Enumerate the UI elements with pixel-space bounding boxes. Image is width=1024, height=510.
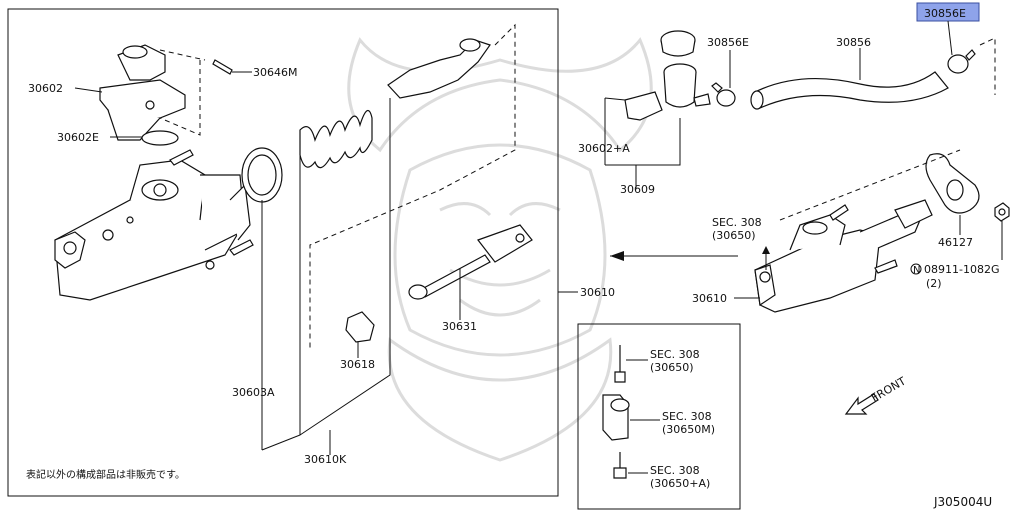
- main-assembly-frame: [7, 8, 559, 497]
- label-30602A: 30602+A: [578, 142, 630, 155]
- diagram-code: J305004U: [933, 495, 992, 509]
- hose-30856: [750, 71, 949, 110]
- label-30631: 30631: [442, 320, 477, 333]
- new-part-marker: [910, 263, 922, 275]
- inset-sec-2-title: SEC. 308: [662, 410, 712, 423]
- piston-rod: [387, 38, 491, 99]
- label-30618: 30618: [340, 358, 375, 371]
- label-bolt-qty: (2): [926, 277, 942, 290]
- label-sec-ref-title: SEC. 308: [712, 216, 762, 229]
- label-30602E: 30602E: [57, 131, 99, 144]
- arrow-left-icon: [610, 251, 624, 261]
- nut: [994, 202, 1010, 222]
- label-30610K: 30610K: [304, 453, 347, 466]
- label-30603A: 30603A: [232, 386, 275, 399]
- label-30602: 30602: [28, 82, 63, 95]
- reservoir-tank: [624, 63, 711, 121]
- return-spring: [299, 109, 373, 169]
- arrow-up-icon: [762, 246, 770, 254]
- front-label: FRONT: [869, 374, 908, 404]
- inset-bolt-1: [614, 345, 626, 383]
- inset-bolt-3: [613, 452, 627, 479]
- seal-ring-30603A: [241, 147, 283, 203]
- label-30856E-left: 30856E: [707, 36, 749, 49]
- label-30856E-highlight[interactable]: 30856E: [924, 7, 966, 20]
- clamp-30856E: [711, 82, 736, 107]
- reservoir-bracket-30602: [99, 44, 186, 141]
- label-46127: 46127: [938, 236, 973, 249]
- label-bolt-marker: N: [913, 265, 920, 276]
- footer-note: 表記以外の構成部品は非販売です。: [26, 468, 185, 481]
- label-30610-right: 30610: [692, 292, 727, 305]
- reservoir-cap: [660, 30, 696, 57]
- gasket-46127: [925, 153, 980, 214]
- seal-30618: [345, 311, 375, 343]
- label-30646M: 30646M: [253, 66, 297, 79]
- label-30856: 30856: [836, 36, 871, 49]
- inset-sec-1-code: (30650): [650, 361, 694, 374]
- label-sec-ref-code: (30650): [712, 229, 756, 242]
- inset-sec-2-code: (30650M): [662, 423, 715, 436]
- label-bolt-code: 08911-1082G: [924, 263, 999, 276]
- inset-sec-3-title: SEC. 308: [650, 464, 700, 477]
- inset-frame: [577, 323, 741, 510]
- label-30609: 30609: [620, 183, 655, 196]
- label-30610-left: 30610: [580, 286, 615, 299]
- watermark-emblem: [347, 37, 653, 462]
- inset-bracket-2: [602, 394, 630, 441]
- clamp-30856E-right: [947, 49, 976, 74]
- pin-30646M: [212, 59, 233, 75]
- o-ring-30602E: [141, 130, 179, 146]
- master-cylinder-body: [54, 149, 254, 301]
- inset-sec-1-title: SEC. 308: [650, 348, 700, 361]
- front-direction-arrow: [844, 393, 879, 415]
- master-cylinder-right: [754, 199, 933, 313]
- push-rod-30631: [408, 224, 533, 300]
- inset-sec-3-code: (30650+A): [650, 477, 710, 490]
